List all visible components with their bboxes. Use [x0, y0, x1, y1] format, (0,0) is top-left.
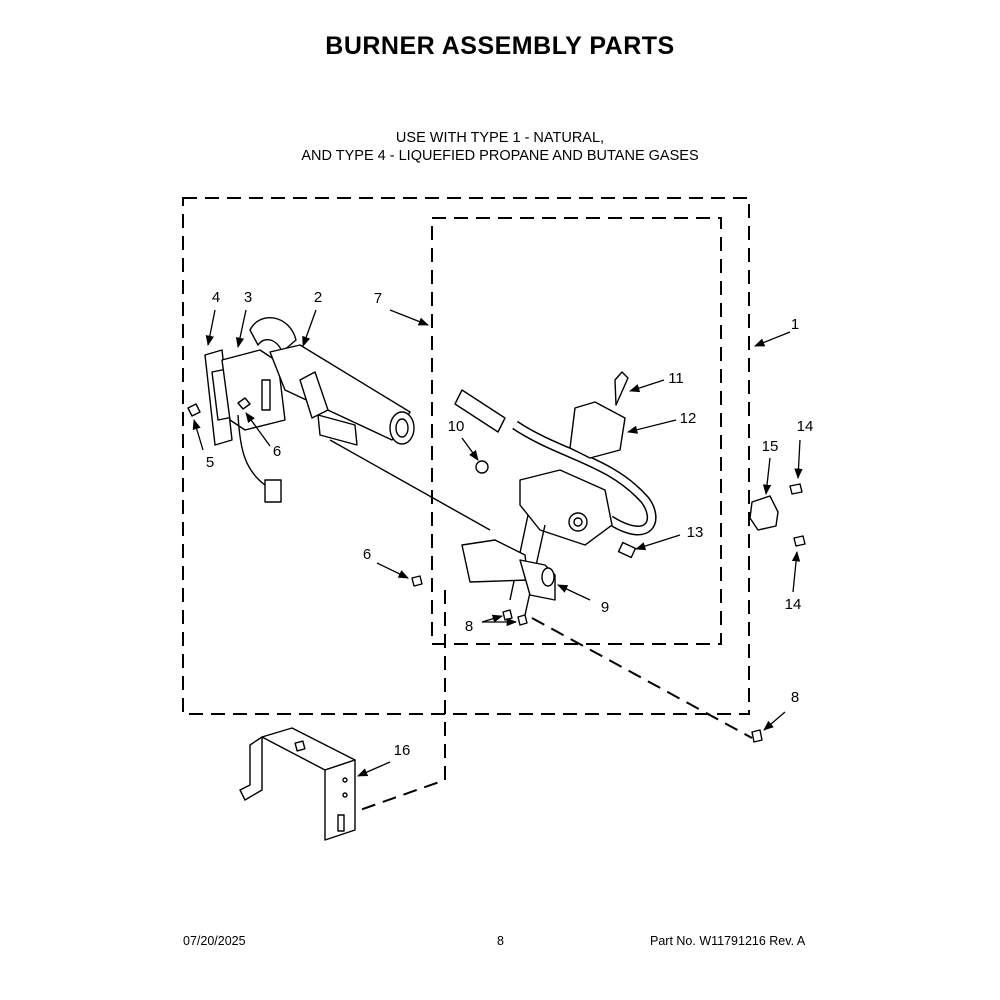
callout-8b: 8	[791, 689, 799, 706]
gas-type-note-line-2: AND TYPE 4 - LIQUEFIED PROPANE AND BUTAN…	[301, 148, 699, 164]
orifice-part	[475, 460, 489, 474]
burner-support-bracket-part	[239, 727, 356, 841]
callout-6b: 6	[363, 546, 371, 563]
callout-3: 3	[244, 289, 252, 306]
screw-part-14a	[789, 483, 803, 495]
coil-screw-part	[614, 371, 629, 406]
callout-14b: 14	[785, 596, 802, 613]
screw-part-8a	[502, 609, 513, 621]
callout-4: 4	[212, 289, 220, 306]
callout-12: 12	[680, 410, 697, 427]
wire-clip-part	[749, 495, 779, 531]
valve-assembly-boundary	[431, 217, 722, 645]
callout-9: 9	[601, 599, 609, 616]
screw-part-14b	[793, 535, 806, 547]
footer-part-number: Part No. W11791216 Rev. A	[650, 934, 806, 948]
callout-15: 15	[762, 438, 779, 455]
screw-part-6b	[411, 575, 423, 587]
page-title: BURNER ASSEMBLY PARTS	[325, 32, 675, 60]
callout-5: 5	[206, 454, 214, 471]
gas-type-note-line-1: USE WITH TYPE 1 - NATURAL,	[395, 130, 605, 146]
callout-6a: 6	[273, 443, 281, 460]
callout-8a: 8	[465, 618, 473, 635]
screw-part-5	[187, 403, 201, 417]
callout-7: 7	[374, 290, 382, 307]
ignitor-part	[221, 349, 286, 431]
callout-13: 13	[687, 524, 704, 541]
callout-1: 1	[791, 316, 799, 333]
screw-part-6a	[237, 397, 251, 410]
gas-valve-part	[454, 389, 657, 616]
valve-bracket-part	[461, 539, 556, 601]
screw-part-8c	[751, 729, 763, 743]
footer-date: 07/20/2025	[183, 934, 246, 948]
callout-10: 10	[448, 418, 465, 435]
flame-sensor-part	[317, 414, 358, 446]
burner-tube-part	[249, 317, 415, 445]
screw-link-line	[531, 617, 753, 739]
callout-14a: 14	[797, 418, 814, 435]
ignitor-connector-part	[264, 479, 282, 503]
burner-assembly-boundary	[182, 197, 750, 715]
gas-fitting-part	[617, 541, 637, 559]
valve-coil-part	[569, 401, 626, 459]
footer-page-number: 8	[497, 934, 504, 948]
callout-11: 11	[668, 370, 684, 387]
screw-part-8b	[517, 614, 528, 626]
leader-arrows	[192, 309, 803, 777]
callout-16: 16	[394, 742, 411, 759]
callout-2: 2	[314, 289, 322, 306]
bracket-link-line	[359, 590, 446, 811]
